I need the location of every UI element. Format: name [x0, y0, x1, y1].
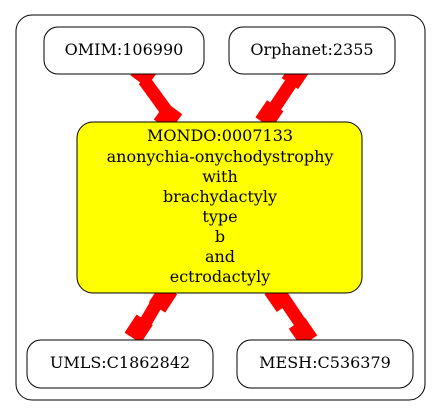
- node-mondo-box: [76, 121, 363, 294]
- node-mondo-line: anonychia-onychodystrophy: [107, 147, 334, 166]
- edge-mondo-mesh-cap-end: [288, 317, 318, 347]
- node-mondo-line: MONDO:0007133: [147, 126, 293, 145]
- edge-mondo-umls-cap-end: [124, 314, 153, 344]
- node-omim-box: [43, 26, 205, 75]
- node-mesh[interactable]: MESH:C536379: [236, 339, 414, 389]
- node-omim-label: OMIM:106990: [65, 40, 184, 59]
- node-mondo-line: with: [202, 167, 238, 186]
- node-umls-label: UMLS:C1862842: [50, 353, 190, 372]
- node-umls-box: [26, 339, 214, 389]
- node-mesh-box: [236, 339, 414, 389]
- node-mondo-line: brachydactyly: [163, 187, 277, 206]
- node-mondo-line: b: [215, 227, 225, 246]
- edge-orphanet-mondo-cap-end: [255, 100, 284, 129]
- node-mondo[interactable]: MONDO:0007133 anonychia-onychodystrophy …: [76, 121, 363, 294]
- node-umls[interactable]: UMLS:C1862842: [26, 339, 214, 389]
- node-orphanet-label: Orphanet:2355: [250, 40, 373, 59]
- node-mesh-label: MESH:C536379: [259, 353, 391, 372]
- node-orphanet[interactable]: Orphanet:2355: [228, 26, 396, 75]
- node-orphanet-box: [228, 26, 396, 75]
- node-mondo-line: and: [205, 247, 235, 266]
- node-omim[interactable]: OMIM:106990: [43, 26, 205, 75]
- node-mondo-line: ectrodactyly: [170, 267, 271, 286]
- node-mondo-line: type: [202, 207, 237, 226]
